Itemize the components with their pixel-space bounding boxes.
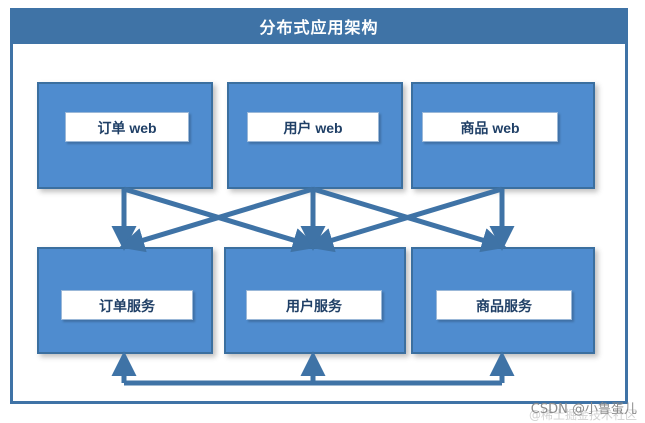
user-web-label: 用户 web <box>247 112 379 142</box>
product-web-label: 商品 web <box>422 112 558 142</box>
order-web-box: 订单 web <box>37 82 213 189</box>
user-service-label: 用户服务 <box>246 290 382 320</box>
user-service-box: 用户服务 <box>224 247 406 354</box>
order-service-box: 订单服务 <box>37 247 213 354</box>
product-web-box: 商品 web <box>411 82 595 189</box>
order-service-label: 订单服务 <box>61 290 193 320</box>
product-service-box: 商品服务 <box>411 247 595 354</box>
product-service-label: 商品服务 <box>436 290 572 320</box>
order-web-label: 订单 web <box>65 112 189 142</box>
diagram-title: 分布式应用架构 <box>13 11 625 44</box>
watermark-main: CSDN @小鲁蛋儿 <box>530 402 637 417</box>
watermark: CSDN @小鲁蛋儿 @稀土掘金技术社区 <box>529 398 637 422</box>
user-web-box: 用户 web <box>227 82 403 189</box>
